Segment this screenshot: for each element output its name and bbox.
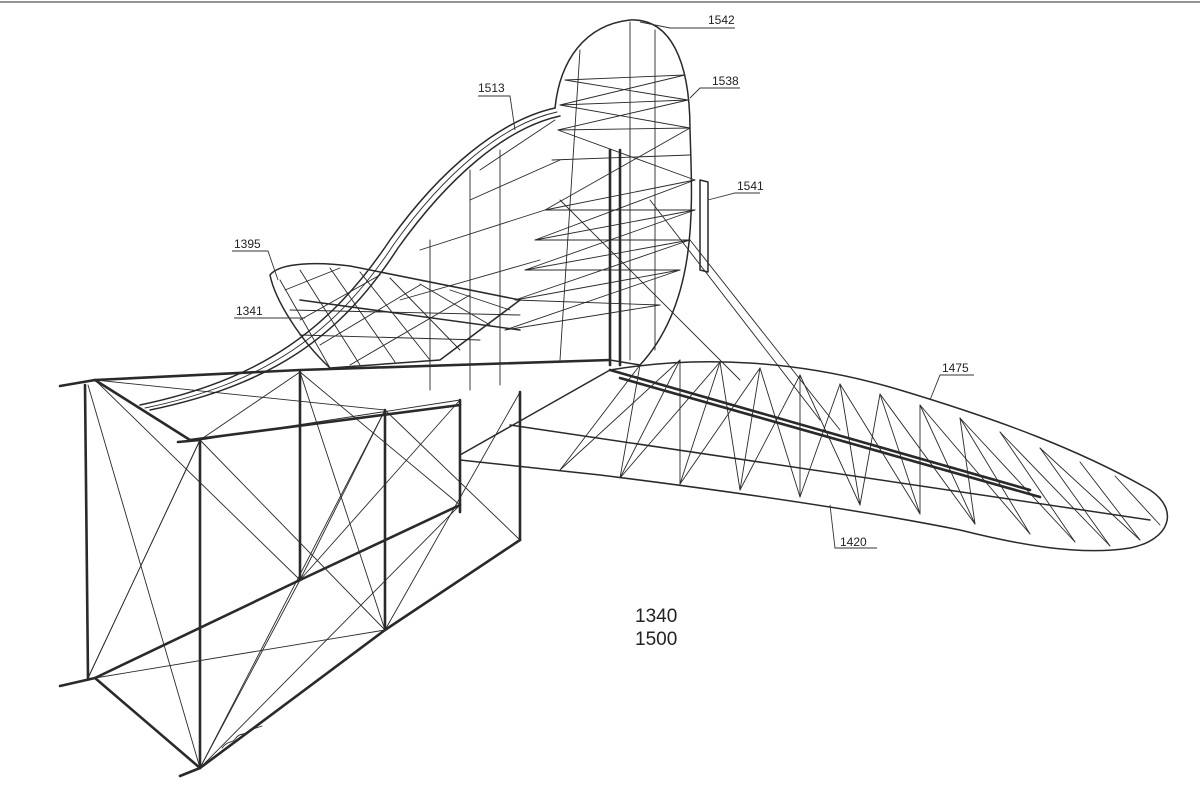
label-1542: 1542 (708, 13, 735, 27)
label-1395: 1395 (234, 237, 261, 251)
label-1475: 1475 (942, 361, 969, 375)
label-1341: 1341 (236, 304, 263, 318)
bracing-wires (559, 199, 841, 431)
right-tailplane (459, 359, 1169, 552)
artist-signature (221, 725, 263, 749)
fuselage-truss (58, 358, 612, 778)
label-1420: 1420 (840, 535, 867, 549)
caption-line-1: 1340 (635, 606, 677, 627)
vertical-fin (399, 19, 709, 391)
caption-line-2: 1500 (635, 629, 677, 650)
label-1513: 1513 (478, 81, 505, 95)
dorsal-fairing (139, 107, 561, 411)
label-1541: 1541 (737, 179, 764, 193)
label-1538: 1538 (712, 74, 739, 88)
left-tailplane (269, 262, 521, 369)
callout-leaders (232, 21, 974, 549)
